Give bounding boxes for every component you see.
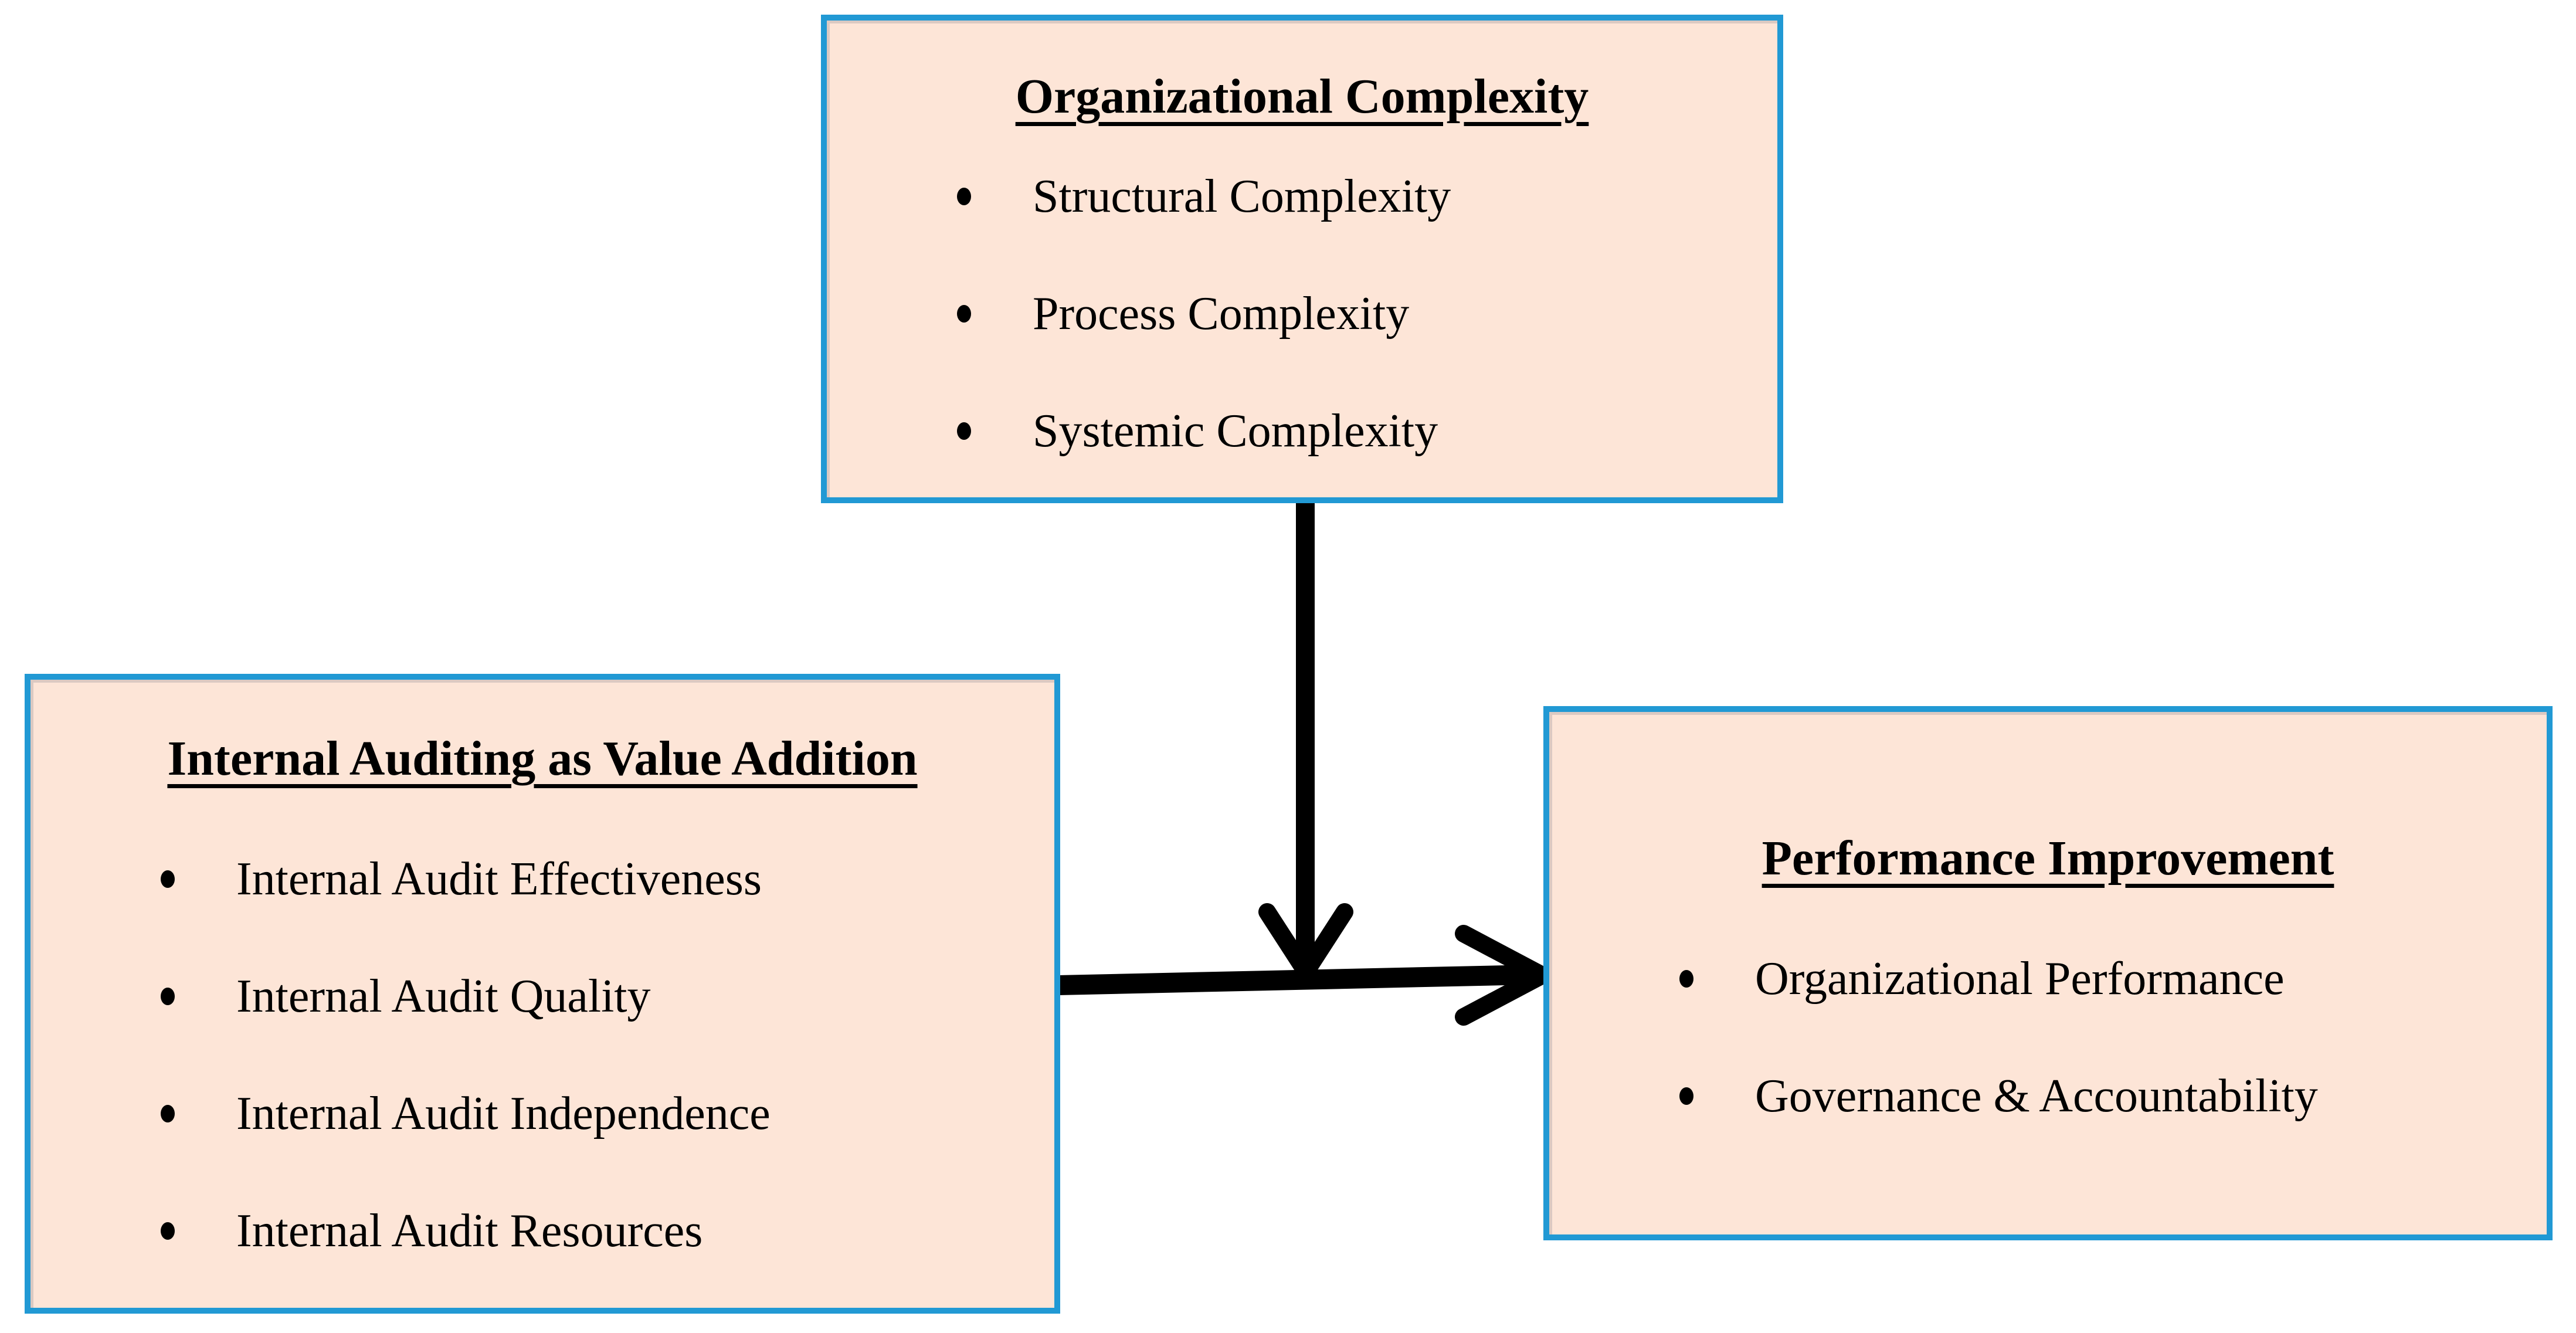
bullet-item: Internal Audit Resources xyxy=(30,1172,1054,1290)
bullet-icon xyxy=(957,305,971,323)
bullet-label: Systemic Complexity xyxy=(1033,405,1438,457)
bullet-label: Internal Audit Resources xyxy=(236,1205,703,1257)
bullet-item: Organizational Performance xyxy=(1549,920,2547,1037)
bullet-item: Systemic Complexity xyxy=(827,372,1777,490)
bullet-list: Organizational Performance Governance & … xyxy=(1549,920,2547,1155)
box-performance-improvement: Performance Improvement Organizational P… xyxy=(1543,706,2553,1240)
bullet-icon xyxy=(161,870,175,888)
bullet-item: Process Complexity xyxy=(827,255,1777,372)
bullet-label: Governance & Accountability xyxy=(1755,1070,2318,1122)
bullet-item: Internal Audit Effectiveness xyxy=(30,820,1054,938)
bullet-icon xyxy=(1679,970,1693,988)
bullet-list: Structural Complexity Process Complexity… xyxy=(827,138,1777,490)
box-internal-auditing-value-addition: Internal Auditing as Value Addition Inte… xyxy=(25,674,1060,1314)
bullet-icon xyxy=(161,1105,175,1122)
bullet-icon xyxy=(957,422,971,440)
bullet-item: Governance & Accountability xyxy=(1549,1037,2547,1155)
box-title: Internal Auditing as Value Addition xyxy=(167,731,918,786)
bullet-icon xyxy=(957,188,971,205)
bullet-item: Internal Audit Quality xyxy=(30,938,1054,1055)
bullet-item: Structural Complexity xyxy=(827,138,1777,255)
box-title: Performance Improvement xyxy=(1762,831,2334,886)
box-organizational-complexity: Organizational Complexity Structural Com… xyxy=(821,15,1783,503)
bullet-icon xyxy=(161,988,175,1005)
bullet-label: Internal Audit Independence xyxy=(236,1088,771,1139)
bullet-label: Organizational Performance xyxy=(1755,953,2285,1005)
bullet-list: Internal Audit Effectiveness Internal Au… xyxy=(30,820,1054,1290)
bullet-item: Internal Audit Independence xyxy=(30,1055,1054,1172)
bullet-icon xyxy=(161,1222,175,1240)
down-arrow xyxy=(1258,498,1353,988)
box-title: Organizational Complexity xyxy=(1015,69,1589,124)
bullet-label: Internal Audit Effectiveness xyxy=(236,853,762,905)
right-arrow xyxy=(1057,925,1562,1026)
bullet-label: Process Complexity xyxy=(1033,288,1410,340)
bullet-icon xyxy=(1679,1087,1693,1105)
bullet-label: Structural Complexity xyxy=(1033,171,1451,222)
bullet-label: Internal Audit Quality xyxy=(236,971,651,1022)
